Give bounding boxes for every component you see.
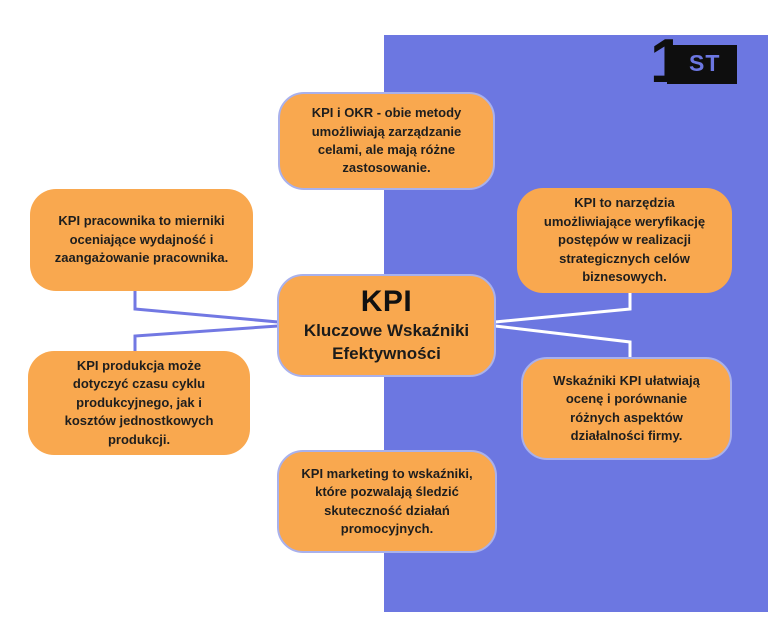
node-kpi-produkcja-text: KPI produkcja może dotyczyć czasu cyklu …: [64, 357, 214, 447]
node-kpi-produkcja: KPI produkcja może dotyczyć czasu cyklu …: [28, 351, 250, 455]
node-kpi-narzedzia: KPI to narzędzia umożliwiające weryfikac…: [517, 188, 732, 293]
node-kpi-pracownika: KPI pracownika to mierniki oceniające wy…: [30, 189, 253, 291]
node-kpi-okr-text: KPI i OKR - obie metody umożliwiają zarz…: [311, 105, 462, 176]
node-kpi-pracownika-text: KPI pracownika to mierniki oceniające wy…: [54, 213, 229, 266]
central-node-title: KPI: [360, 285, 413, 319]
connector-right-top: [494, 291, 632, 324]
node-wskazniki-kpi: Wskaźniki KPI ułatwiają ocenę i porównan…: [521, 357, 732, 460]
logo-st-text: ST: [689, 50, 721, 76]
node-kpi-narzedzia-text: KPI to narzędzia umożliwiające weryfikac…: [543, 195, 706, 285]
node-kpi-okr: KPI i OKR - obie metody umożliwiają zarz…: [278, 92, 495, 190]
node-kpi-marketing-text: KPI marketing to wskaźniki, które pozwal…: [301, 465, 473, 536]
connector-left-top: [133, 290, 279, 324]
connector-left-bottom: [133, 324, 279, 352]
logo-numeral-one: 1: [650, 27, 685, 96]
central-node-subtitle: Kluczowe Wskaźniki Efektywności: [303, 321, 470, 363]
node-wskazniki-kpi-text: Wskaźniki KPI ułatwiają ocenę i porównan…: [553, 372, 700, 443]
central-node-kpi: KPI Kluczowe Wskaźniki Efektywności: [277, 274, 496, 377]
node-kpi-marketing: KPI marketing to wskaźniki, które pozwal…: [277, 450, 497, 553]
brand-logo: ST 1: [650, 31, 742, 93]
logo-rectangle: ST: [667, 45, 737, 84]
connector-right-bottom: [494, 324, 632, 359]
